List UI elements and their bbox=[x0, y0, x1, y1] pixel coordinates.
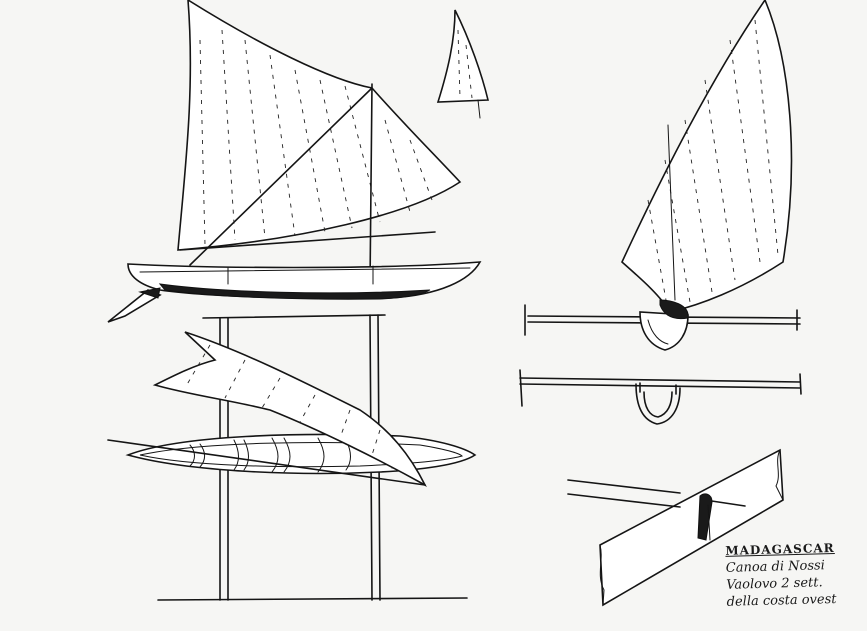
sketch-caption: MADAGASCAR Canoa di Nossi Vaolovo 2 sett… bbox=[725, 539, 867, 611]
side-view-sketch bbox=[107, 0, 482, 323]
small-sail-sketch bbox=[436, 9, 490, 119]
front-view-sketch bbox=[524, 0, 801, 351]
front-view-sail bbox=[621, 0, 793, 313]
plan-view-sail bbox=[152, 331, 427, 487]
plan-view-sketch bbox=[107, 314, 477, 601]
hull-section-sketch bbox=[519, 369, 802, 425]
boom-joint-detail-sketch bbox=[567, 448, 784, 607]
side-view-sail bbox=[177, 0, 462, 251]
